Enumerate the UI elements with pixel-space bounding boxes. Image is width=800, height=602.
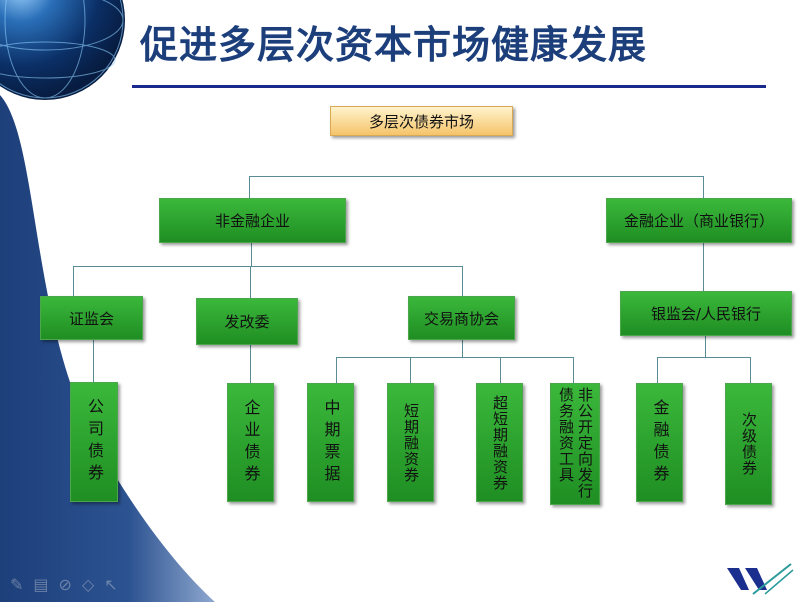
leaf-corporate-bond: 公司债券 (70, 382, 118, 502)
connector (705, 336, 706, 357)
pointer-icon[interactable]: ↖ (104, 575, 118, 594)
leaf-scp: 超短期融资券 (476, 383, 523, 502)
node-csrc: 证监会 (40, 296, 143, 340)
slideshow-toolbar: ✎ ▤ ⊘ ◇ ↖ (10, 575, 118, 594)
leaf-cp: 短期融资券 (387, 383, 434, 502)
node-non-financial: 非金融企业 (159, 198, 346, 243)
leaf-label: 公司债券 (85, 398, 104, 486)
title-divider (132, 85, 766, 88)
logo-icon (727, 563, 794, 595)
link-icon[interactable]: ⊘ (58, 575, 72, 594)
connector (336, 357, 574, 358)
connector (657, 357, 751, 358)
leaf-mtn: 中期票据 (307, 383, 354, 502)
leaf-subordinated-bond: 次级债券 (725, 383, 772, 505)
connector (250, 266, 251, 298)
connector (249, 176, 704, 177)
eraser-icon[interactable]: ◇ (81, 575, 95, 594)
slide-title: 促进多层次资本市场健康发展 (140, 23, 648, 67)
connector (657, 357, 658, 383)
connector (251, 243, 252, 266)
node-financial: 金融企业（商业银行） (606, 198, 792, 243)
leaf-enterprise-bond: 企业债券 (227, 383, 274, 502)
node-cbrc-pboc: 银监会/人民银行 (620, 291, 792, 336)
connector (462, 266, 463, 296)
leaf-label: 非公开定向发行债务融资工具 (557, 387, 594, 499)
connector (462, 340, 463, 357)
connector (73, 266, 74, 296)
node-ndrc: 发改委 (196, 298, 298, 345)
connector (73, 266, 463, 267)
leaf-label: 企业债券 (241, 398, 261, 487)
leaf-ppn: 非公开定向发行债务融资工具 (550, 383, 600, 505)
connector (410, 357, 411, 383)
leaf-label: 中期票据 (321, 398, 341, 487)
connector (500, 357, 501, 383)
connector (573, 357, 574, 383)
pen-icon[interactable]: ✎ (10, 575, 24, 594)
connector (336, 357, 337, 383)
globe-icon (0, 0, 125, 100)
leaf-label: 次级债券 (740, 412, 758, 476)
connector (250, 345, 251, 383)
leaf-financial-bond: 金融债券 (636, 383, 683, 502)
slides-icon[interactable]: ▤ (33, 575, 49, 594)
connector (703, 243, 704, 291)
leaf-label: 短期融资券 (402, 402, 420, 483)
connector (249, 176, 250, 198)
node-nafmii: 交易商协会 (408, 296, 515, 340)
root-node: 多层次债券市场 (330, 106, 513, 136)
connector (703, 176, 704, 198)
leaf-label: 超短期融资券 (491, 394, 509, 491)
connector (93, 340, 94, 382)
connector (750, 357, 751, 383)
leaf-label: 金融债券 (650, 398, 670, 487)
